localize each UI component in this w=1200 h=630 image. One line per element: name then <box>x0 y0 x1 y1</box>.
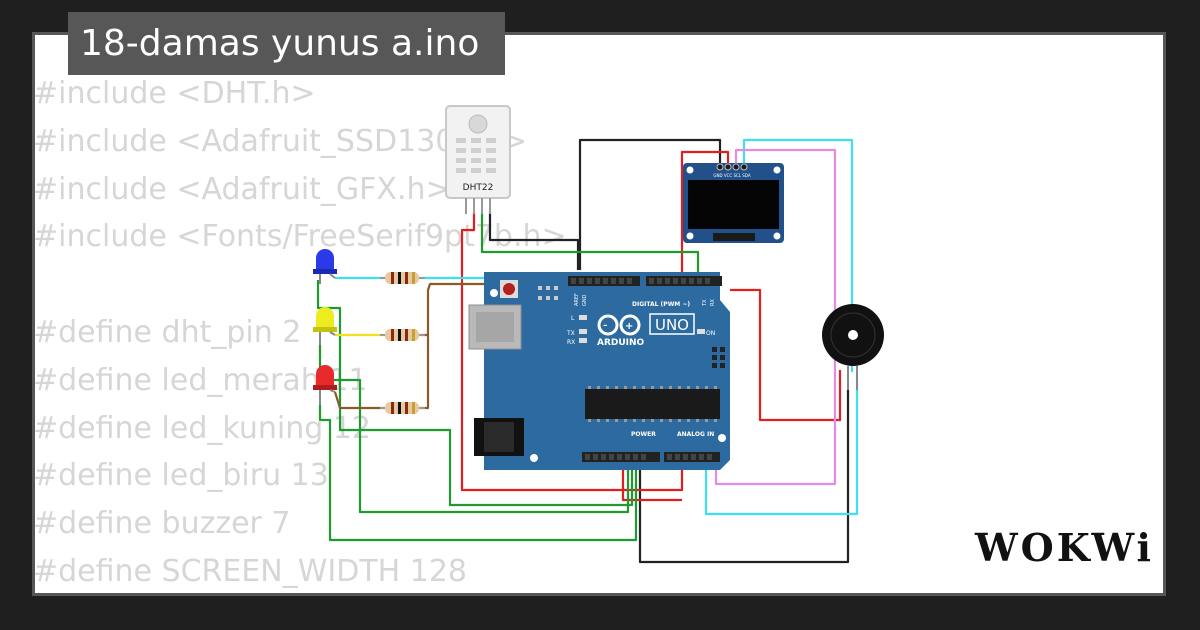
board-model: UNO <box>655 316 689 334</box>
led-rx-label: RX <box>567 339 575 346</box>
label-rx: RX <box>710 299 716 306</box>
wokwi-logo: WOKWi <box>975 525 1154 570</box>
wire-cyan <box>704 372 859 516</box>
led-red <box>313 365 337 405</box>
code-line: #include <Adafruit_GFX.h> <box>33 171 451 207</box>
dht22-sensor: DHT22 <box>445 105 511 214</box>
wire-cyan <box>742 138 854 372</box>
code-line: #define buzzer 7 <box>33 506 291 542</box>
buzzer <box>822 304 884 390</box>
digital-label: DIGITAL (PWM ~) <box>632 301 690 308</box>
label-gnd: GND <box>582 294 588 306</box>
wire-red <box>460 150 730 492</box>
resistor <box>380 402 425 414</box>
code-line: #define led_kuning 12 <box>33 410 371 446</box>
wire-red <box>730 288 842 422</box>
wire-brown <box>420 335 430 410</box>
code-line: #include <Adafruit_SSD1306.h> <box>33 123 528 159</box>
code-preview: #include <DHT.h> #include <Adafruit_SSD1… <box>33 70 567 596</box>
analog-label: ANALOG IN <box>677 431 714 438</box>
label-tx: TX <box>702 299 708 307</box>
wire-black <box>638 390 850 564</box>
label-l: L <box>571 315 575 322</box>
svg-text:–: – <box>603 321 608 331</box>
oled-pin-labels: GND VCC SCL SDA <box>713 173 750 178</box>
wire-green <box>480 212 700 276</box>
code-line: #include <Fonts/FreeSerif9pt7b.h> <box>33 219 567 255</box>
led-tx-label: TX <box>566 330 575 337</box>
wire-red <box>621 460 682 502</box>
board-brand: ARDUINO <box>597 338 645 348</box>
arduino-uno-board: AREF GND DIGITAL (PWM ~) TX RX L TX RX –… <box>468 272 730 470</box>
project-title: 18-damas yunus a.ino <box>68 12 505 75</box>
label-on: ON <box>706 330 715 337</box>
arduino-infinity-icon <box>597 314 641 336</box>
svg-text:+: + <box>625 321 633 332</box>
label-aref: AREF <box>574 293 580 306</box>
code-line: #include <DHT.h> <box>33 76 316 111</box>
code-line: #define SCREEN_WIDTH 128 <box>33 553 468 589</box>
code-line: #define dht_pin 2 <box>33 314 302 350</box>
wire-brown <box>333 391 385 410</box>
code-line: #define led_merah 11 <box>33 362 368 398</box>
led-blue <box>313 249 337 284</box>
resistor <box>380 272 425 284</box>
led-yellow <box>313 307 337 345</box>
wire-black <box>488 212 580 270</box>
oled-display: GND VCC SCL SDA <box>683 163 784 243</box>
resistor <box>380 329 425 341</box>
wire-green <box>318 405 638 542</box>
code-line: #define led_biru 13 <box>33 458 329 494</box>
power-label: POWER <box>631 431 656 438</box>
sensor-label: DHT22 <box>463 183 494 193</box>
